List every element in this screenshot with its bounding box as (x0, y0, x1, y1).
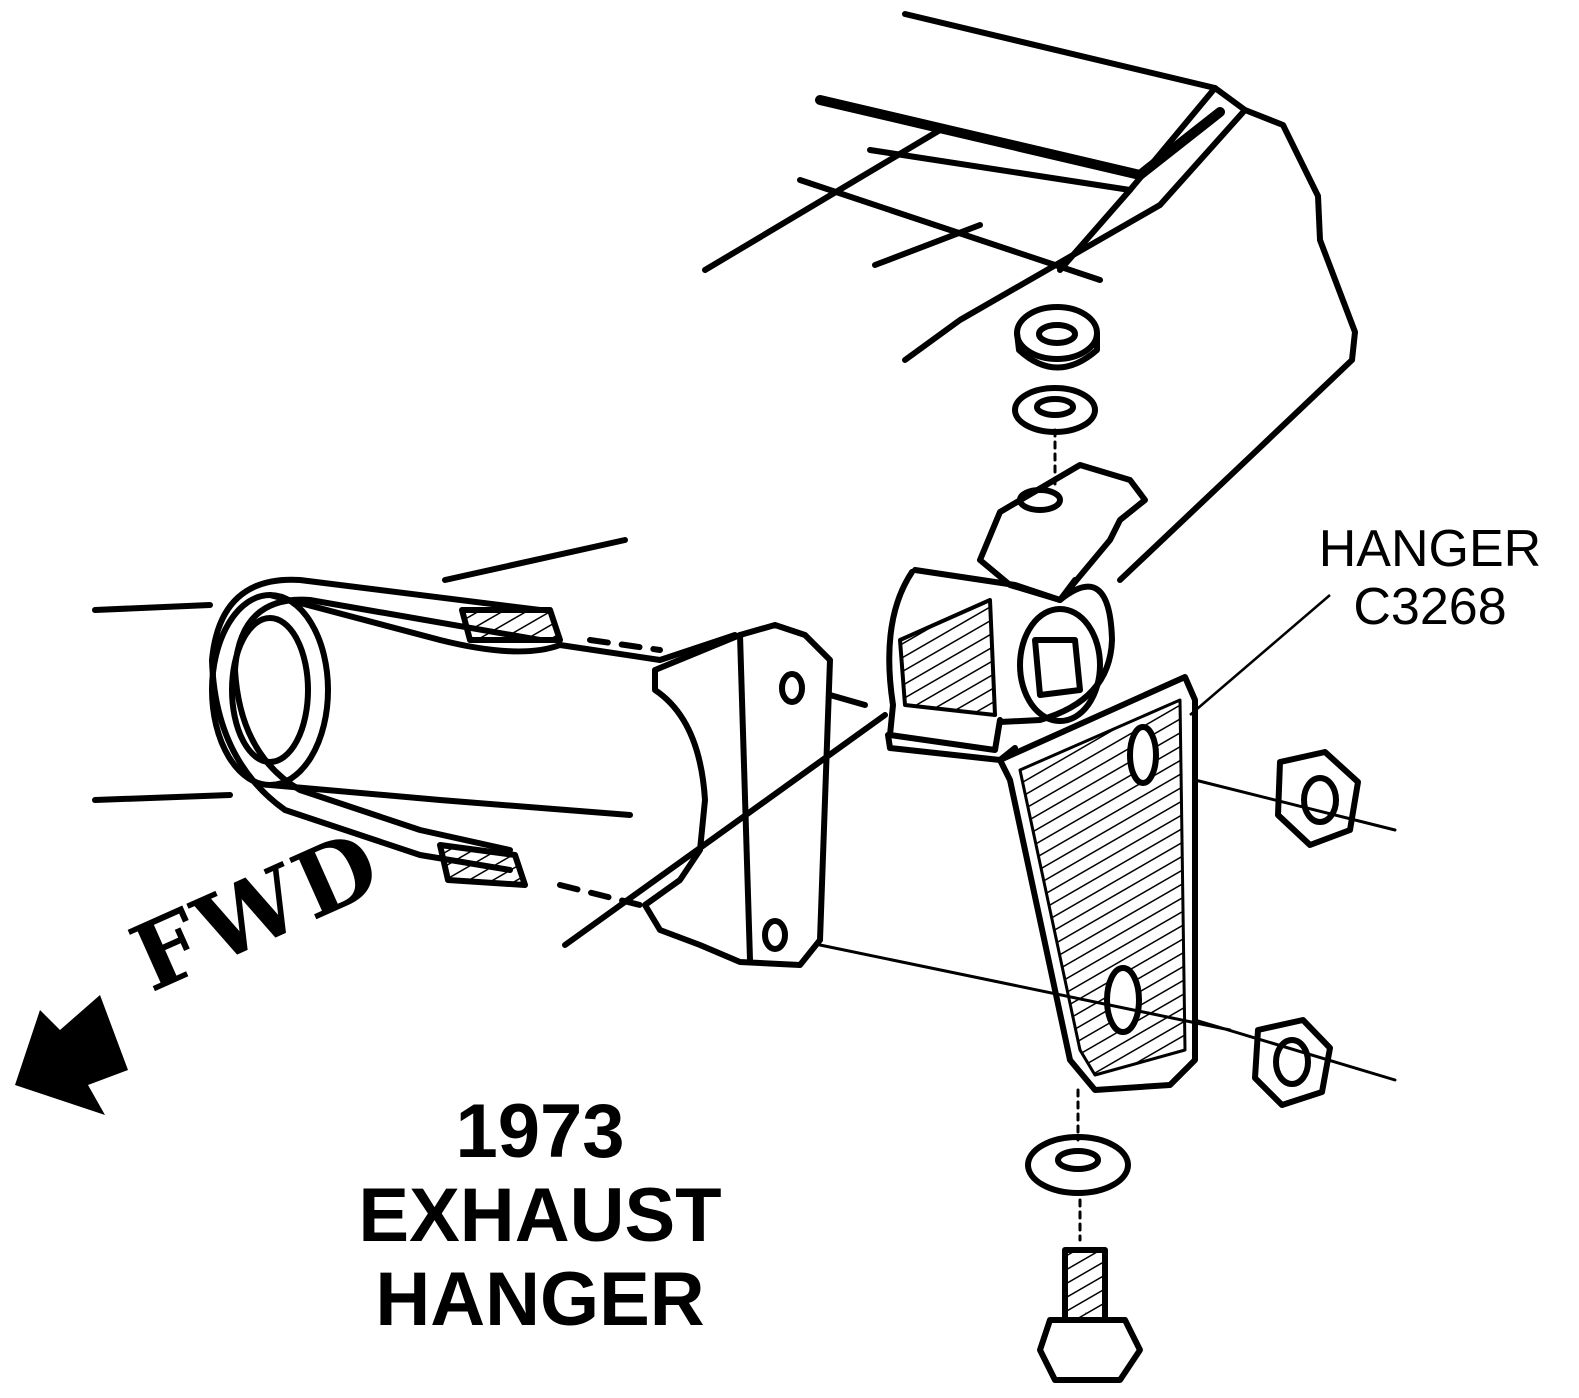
mounting-nut-upper (1193, 749, 1397, 848)
callout-line-2: C3268 (1353, 578, 1507, 636)
lower-washer (1025, 1088, 1131, 1242)
diagram-title: 1973 EXHAUST HANGER (330, 1090, 750, 1342)
callout-line-1: HANGER (1318, 520, 1542, 578)
exhaust-pipe (92, 537, 738, 818)
frame-rail (702, 11, 1358, 583)
mounting-nut-lower (818, 943, 1397, 1108)
title-line-3: HANGER (375, 1257, 705, 1342)
lower-bolt (1037, 1247, 1143, 1383)
callout-leader-line (1189, 594, 1331, 716)
upper-washer (1012, 385, 1098, 492)
arrow-left-down-icon (15, 995, 128, 1115)
hanger-callout-label: HANGER C3268 (1290, 520, 1570, 636)
hanger-bracket (885, 462, 1198, 1093)
upper-cushion (1014, 304, 1100, 371)
title-line-1: 1973 (455, 1089, 625, 1174)
title-line-2: EXHAUST (358, 1173, 722, 1258)
u-bolt-clamp (209, 576, 663, 908)
clamp-saddle (562, 622, 888, 968)
